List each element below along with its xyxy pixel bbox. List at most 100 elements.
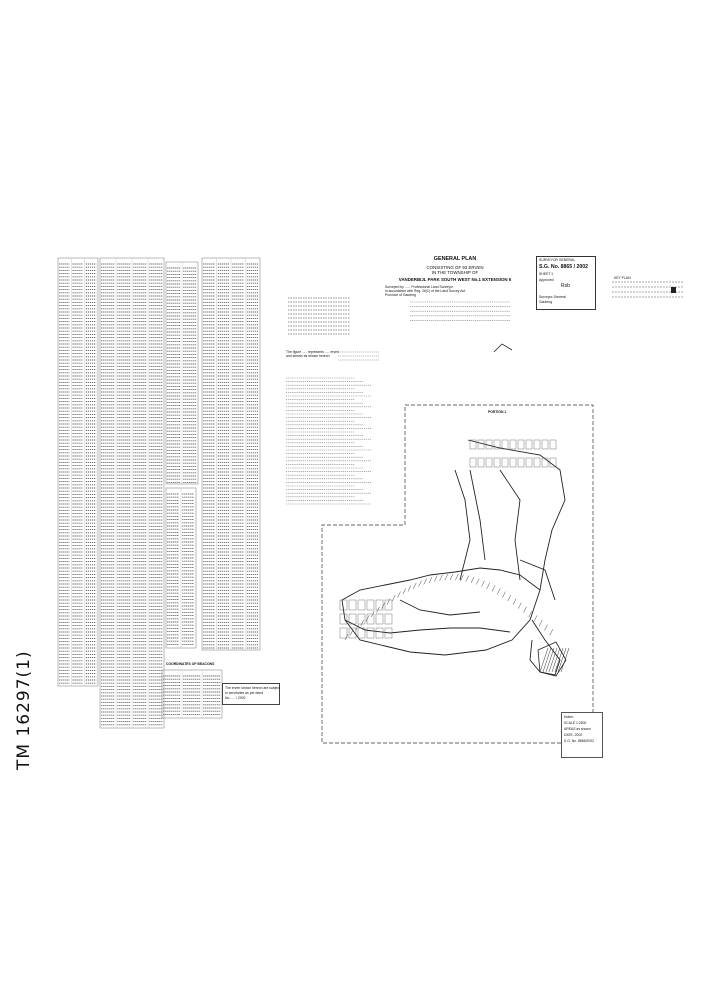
- erf-parcel: [485, 439, 493, 450]
- erf-parcel: [357, 613, 366, 625]
- sg-office: Surveyor-General: [539, 295, 566, 299]
- erf-boundary: [491, 585, 496, 592]
- erf-parcel: [339, 599, 348, 611]
- erf-boundary: [423, 578, 427, 585]
- erf-boundary: [518, 602, 522, 609]
- hatched-area: [537, 641, 567, 677]
- erf-parcel: [339, 613, 348, 625]
- erf-boundary: [523, 606, 527, 613]
- erf-parcel: [348, 613, 357, 625]
- erf-boundary: [512, 598, 517, 605]
- hatch-line: [557, 647, 567, 673]
- erf-boundary: [360, 619, 364, 627]
- erf-boundary: [397, 591, 401, 598]
- road-line: [344, 619, 511, 634]
- erf-boundary: [413, 582, 417, 589]
- sg-sheet: SHEET 1: [539, 272, 554, 276]
- notes-line-1: Notes:: [564, 715, 574, 719]
- notes-line-3: AREAS as shown: [564, 727, 591, 731]
- erf-parcel: [366, 599, 375, 611]
- erf-boundary: [449, 573, 454, 581]
- hatch-line: [551, 647, 561, 673]
- road-line: [341, 439, 566, 656]
- erf-boundary: [497, 588, 501, 595]
- erf-boundary: [470, 576, 475, 584]
- erf-parcel: [517, 439, 525, 450]
- road-line: [519, 559, 556, 601]
- hatch-line: [560, 647, 570, 673]
- erf-parcel: [493, 457, 501, 468]
- erf-parcel: [384, 599, 393, 611]
- erf-boundary: [350, 629, 354, 636]
- erf-parcel: [549, 457, 557, 468]
- erf-parcel: [533, 439, 541, 450]
- bottom-notes-box: The erven shown hereon are subject to se…: [222, 683, 280, 705]
- erf-parcel: [348, 627, 357, 639]
- erf-parcel: [541, 439, 549, 450]
- north-arrow: [493, 343, 513, 353]
- road-line: [469, 469, 486, 561]
- table-f: [161, 669, 223, 719]
- bottom-notes-line-3: No. .... / 2002: [225, 696, 246, 700]
- erf-boundary: [407, 585, 412, 592]
- plan-boundary: [321, 404, 594, 744]
- key-plan-mark: [671, 287, 676, 293]
- erf-parcel: [339, 627, 348, 639]
- table-e: [201, 257, 261, 651]
- notes-line-5: S.G. No. 8865/2002: [564, 739, 594, 743]
- general-plan-title-block: GENERAL PLAN CONSISTING OF 93 ERVEN IN T…: [385, 256, 525, 298]
- table-d: [165, 487, 197, 649]
- desc-line-2: in accordance with Reg. 26(1) of the Lan…: [385, 289, 466, 294]
- bottom-notes-line-1: The erven shown hereon are subject: [225, 686, 281, 690]
- general-plan-subtitle-1: CONSISTING OF 93 ERVEN: [426, 265, 484, 270]
- erf-parcel: [375, 613, 384, 625]
- erf-boundary: [507, 594, 511, 602]
- erf-parcel: [469, 439, 477, 450]
- erf-parcel: [375, 599, 384, 611]
- hatch-line: [554, 647, 564, 673]
- hatch-line: [548, 647, 558, 673]
- erf-boundary: [486, 582, 490, 589]
- framework-note-line-2: and streets as shown hereon: [286, 354, 330, 359]
- erf-parcel: [533, 457, 541, 468]
- desc-line-1: Surveyed by ...... Professional Land Sur…: [385, 285, 454, 289]
- erf-boundary: [528, 610, 532, 618]
- erf-parcel: [357, 599, 366, 611]
- erf-parcel: [485, 457, 493, 468]
- erf-parcel: [366, 627, 375, 639]
- erf-parcel: [501, 457, 509, 468]
- road-line: [499, 469, 521, 581]
- erf-boundary: [376, 606, 380, 613]
- erf-boundary: [460, 574, 464, 581]
- table-b: [99, 257, 165, 729]
- erf-parcel: [477, 457, 485, 468]
- erf-boundary: [386, 598, 391, 605]
- erf-parcel: [366, 613, 375, 625]
- general-plan-drawing: [286, 281, 684, 744]
- erf-parcel: [549, 439, 557, 450]
- township-name: VANDERBIJL PARK SOUTH WEST No.1 EXTENSIO…: [398, 277, 512, 282]
- erf-boundary: [533, 615, 538, 622]
- erf-boundary: [428, 576, 433, 584]
- sg-approved: Approved: [539, 278, 554, 282]
- framework-note: The figure ..... represents ..... erven …: [286, 350, 339, 358]
- framework-note-line-1: The figure ..... represents ..... erven: [286, 350, 339, 354]
- erf-parcel: [517, 457, 525, 468]
- road-line: [399, 599, 481, 616]
- bottom-notes-line-2: to servitudes as per deed: [225, 691, 264, 695]
- bottom-table-title: COORDINATES OF BEACONS: [166, 662, 215, 666]
- hatch-line: [539, 647, 549, 673]
- erf-parcel: [384, 613, 393, 625]
- erf-boundary: [344, 633, 349, 641]
- hatch-line: [542, 647, 552, 673]
- erf-boundary: [439, 574, 443, 581]
- erf-boundary: [539, 619, 543, 627]
- erf-parcel: [525, 457, 533, 468]
- erf-boundary: [544, 624, 548, 631]
- erf-boundary: [455, 574, 459, 581]
- portion-label: PORTION 1: [488, 410, 507, 414]
- erf-boundary: [434, 575, 438, 582]
- erf-parcel: [541, 457, 549, 468]
